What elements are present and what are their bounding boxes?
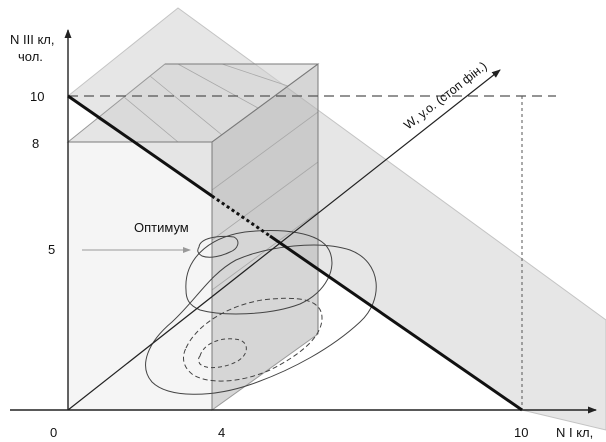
budget-line [67,94,523,412]
constraint-box-hatching [96,63,319,291]
optimum-label: Оптимум [134,220,189,235]
y-axis-label-line2: чол. [18,49,43,64]
y-tick-5: 5 [48,242,55,257]
x-tick-0: 0 [50,425,57,440]
contour-middle [145,244,377,395]
y-tick-10: 10 [30,89,44,104]
y-axis-label-line1: N III кл, [10,32,54,47]
contour-lines [145,230,377,395]
contour-inner-dashed [183,297,323,382]
x-tick-10: 10 [514,425,528,440]
x-axis-label: N I кл, [556,425,593,440]
w-axis [67,69,501,411]
y-tick-8: 8 [32,136,39,151]
x-tick-4: 4 [218,425,225,440]
constraint-box-edges [68,63,319,410]
constraint-box-front [68,142,212,410]
contour-upper [185,230,333,315]
